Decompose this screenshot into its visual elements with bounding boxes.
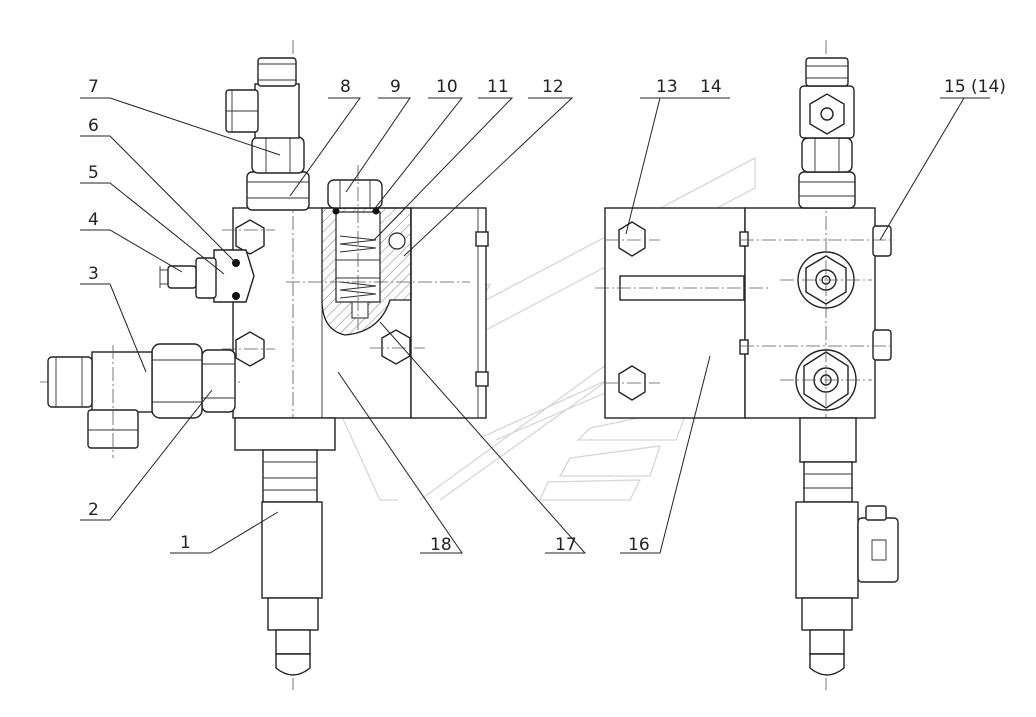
bolt-head-mid (381, 329, 411, 365)
side-bolt-15 (872, 225, 892, 257)
label-part-13: 13 (656, 77, 678, 97)
top-elbow-cap (257, 57, 297, 87)
solenoid-coil (261, 501, 323, 599)
top-plug (327, 179, 383, 209)
label-part-7: 7 (88, 77, 99, 97)
part-number-labels: 7 6 5 4 3 2 1 8 9 10 11 12 13 14 15 (14)… (88, 77, 1006, 555)
label-part-6: 6 (88, 116, 99, 136)
slot-rect (619, 275, 745, 301)
top-nut-8 (246, 171, 310, 211)
label-part-17: 17 (555, 535, 577, 555)
label-part-16: 16 (628, 535, 650, 555)
solenoid-stem (267, 597, 319, 631)
label-part-9: 9 (390, 77, 401, 97)
label-part-12: 12 (542, 77, 564, 97)
top-nut-7 (251, 136, 305, 174)
gauge-adapter (195, 257, 217, 299)
label-part-15: 15 (14) (944, 77, 1006, 97)
right-solenoid-coil (795, 501, 859, 599)
gauge-test-point (167, 265, 197, 289)
label-part-11: 11 (487, 77, 509, 97)
solenoid-end-cap (275, 653, 311, 676)
tee-left-cap (47, 356, 93, 408)
leader-lines (80, 97, 990, 554)
label-part-8: 8 (340, 77, 351, 97)
label-part-10: 10 (436, 77, 458, 97)
label-part-14: 14 (700, 77, 722, 97)
o-ring-upper-left (332, 207, 340, 215)
cross-port (388, 232, 406, 250)
right-bolt-head-upper (618, 221, 646, 257)
label-part-5: 5 (88, 163, 99, 183)
tee-nut-2 (201, 349, 236, 413)
bottom-cartridge-body (234, 417, 336, 451)
tee-body (91, 351, 153, 413)
label-part-18: 18 (430, 535, 452, 555)
top-elbow-body (254, 83, 300, 139)
side-bolt-lower (872, 329, 892, 361)
right-top-nut (798, 171, 856, 209)
solenoid-connector (857, 517, 899, 583)
bolt-head-upper (235, 219, 265, 255)
cartridge-nut (262, 449, 318, 503)
label-part-3: 3 (88, 264, 99, 284)
left-view (40, 40, 489, 690)
label-part-2: 2 (88, 500, 99, 520)
solenoid-tip (275, 629, 311, 655)
right-view (595, 40, 899, 690)
label-part-1: 1 (180, 533, 191, 553)
tee-nut-3 (151, 343, 203, 419)
label-part-4: 4 (88, 210, 99, 230)
side-valve-body (410, 207, 487, 419)
